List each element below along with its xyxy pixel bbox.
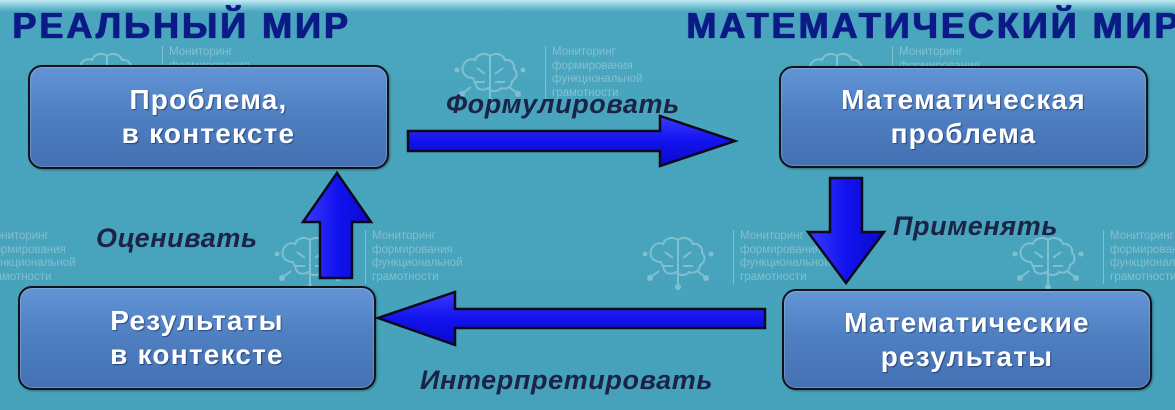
box-line: в контексте [110, 339, 284, 370]
math-world-title: МАТЕМАТИЧЕСКИЙ МИР [686, 5, 1175, 46]
box-line: Результаты [110, 305, 284, 336]
box-line: Проблема, [129, 84, 288, 115]
evaluate-arrow [300, 170, 374, 280]
formulate-label: Формулировать [446, 89, 680, 119]
problem-in-context-box: Проблема, в контексте [28, 65, 389, 169]
real-world-title: РЕАЛЬНЫЙ МИР [12, 5, 351, 46]
formulate-arrow [406, 114, 739, 168]
box-line: Математические [844, 306, 1090, 338]
box-line: в контексте [121, 118, 296, 149]
box-line: проблема [890, 118, 1037, 149]
math-problem-box: Математическая проблема [779, 66, 1148, 168]
apply-label: Применять [893, 211, 1059, 241]
interpret-arrow [374, 290, 767, 347]
results-in-context-box: Результаты в контексте [18, 286, 376, 390]
evaluate-label: Оценивать [96, 223, 258, 253]
apply-arrow [805, 176, 887, 286]
math-results-box: Математические результаты [782, 289, 1152, 390]
box-line: Математическая [841, 84, 1086, 115]
interpret-label: Интерпретировать [420, 365, 713, 395]
box-line: результаты [880, 340, 1054, 372]
